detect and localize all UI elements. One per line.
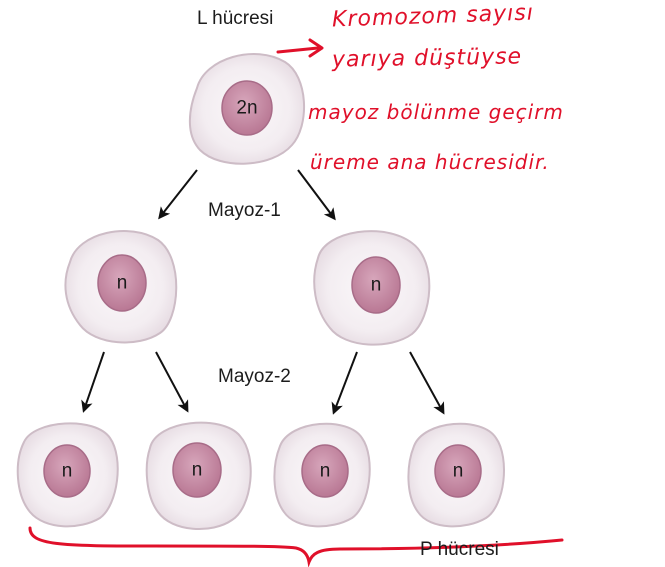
meiosis2-cell-4: n: [407, 422, 505, 528]
parent-cell: 2n: [188, 53, 306, 165]
meiosis2-2-nucleus-label: n: [192, 460, 203, 481]
arrow-meiosis1-left: [158, 169, 198, 220]
bottom-brace-icon: [28, 526, 564, 567]
meiosis2-4-nucleus-label: n: [453, 461, 464, 482]
arrow-meiosis2-4: [409, 351, 445, 415]
parent-nucleus-label: 2n: [236, 98, 257, 119]
meiosis2-label: Mayoz-2: [218, 366, 291, 387]
meiosis2-1-nucleus-label: n: [62, 461, 73, 482]
meiosis1-cell-right: n: [313, 230, 431, 346]
handwritten-note-line-4: üreme ana hücresidir.: [310, 150, 550, 174]
bottom-cells-label: P hücresi: [420, 539, 499, 560]
meiosis1-cell-left: n: [64, 230, 178, 344]
handwritten-note-line-3: mayoz bölünme geçirm: [308, 100, 564, 124]
arrow-meiosis2-3: [331, 351, 358, 415]
meiosis1-right-nucleus-label: n: [371, 275, 382, 296]
arrow-meiosis2-2: [155, 351, 189, 413]
meiosis2-3-nucleus-label: n: [320, 461, 331, 482]
meiosis2-cell-3: n: [273, 422, 371, 528]
top-cell-label: L hücresi: [197, 8, 274, 29]
meiosis1-left-nucleus-label: n: [117, 273, 128, 294]
meiosis1-label: Mayoz-1: [208, 200, 281, 221]
arrow-meiosis2-1: [81, 351, 105, 413]
meiosis2-cell-1: n: [16, 422, 119, 528]
arrow-meiosis1-right: [297, 169, 336, 221]
handwritten-note-line-2: yarıya düştüyse: [331, 44, 523, 73]
meiosis2-cell-2: n: [145, 421, 252, 530]
annotation-arrowhead-icon: [308, 38, 324, 58]
annotation-arrow-icon: [276, 46, 320, 54]
